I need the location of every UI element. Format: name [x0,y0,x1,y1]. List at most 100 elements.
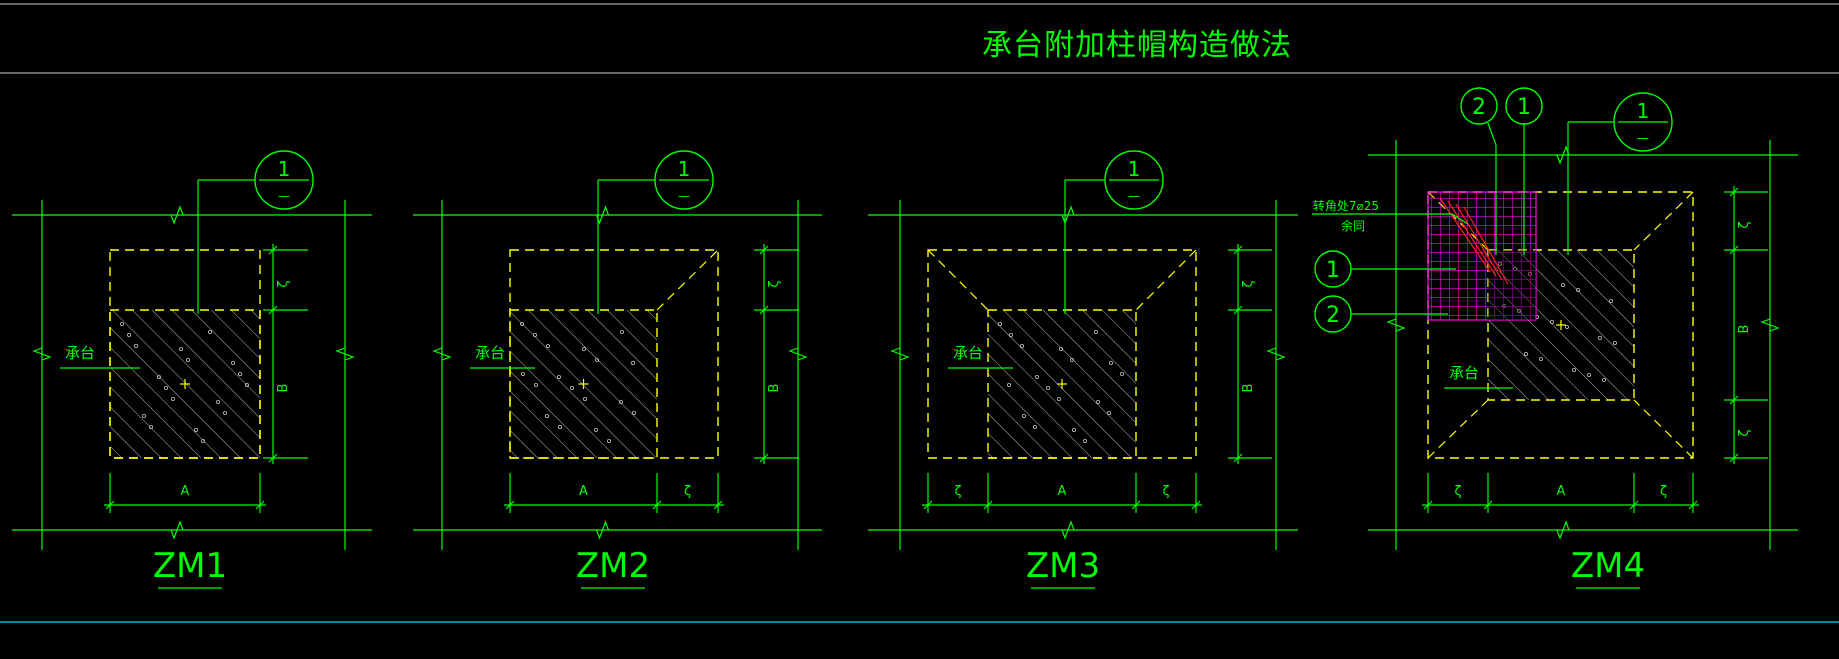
aggregate-dot [244,382,249,387]
break-mark-right [1760,318,1780,332]
dim-label-bottom: A [1058,484,1067,499]
aggregate-dot [1070,357,1075,362]
dim-label-bottom: A [1557,484,1566,499]
aggregate-dot [1598,335,1603,340]
aggregate-dot [178,346,183,351]
aggregate-dot [1109,360,1114,365]
pile-cap-outline [927,249,1197,459]
aggregate-dot [594,427,599,432]
dim-tick [1729,187,1739,197]
callout-top-text: 1 [278,157,291,181]
cap-label: 承台 [1449,364,1479,382]
pile-cap-outline [109,249,261,459]
pile-cap-outline [509,249,719,459]
break-mark-bottom [1061,520,1075,540]
dim-tick [923,500,933,510]
dim-tick [268,305,278,315]
aggregate-dot [1609,298,1614,303]
aggregate-dot [133,343,138,348]
dim-tick [1131,500,1141,510]
diagonal-line [1135,249,1197,311]
aggregate-dot [1057,396,1062,401]
aggregate-dot [237,371,242,376]
section-cut-line [1463,206,1509,285]
callout-bubble-2-left: 2 [1314,295,1352,333]
aggregate-dot [127,332,132,337]
aggregate-dot [520,321,525,326]
cap-outline [109,309,261,459]
aggregate-dot [1072,427,1077,432]
dim-tick [983,500,993,510]
aggregate-dot [1561,282,1566,287]
break-mark-bottom [595,520,610,540]
section-cut-line [1439,197,1491,273]
callout-top-text: 1 [1637,99,1650,123]
aggregate-dot [185,357,190,362]
rebar-note-1: 转角处7⌀25 [1313,198,1379,213]
dim-tick [1729,395,1739,405]
dim-label-right: ζ [767,280,782,287]
aggregate-dot [1059,346,1064,351]
aggregate-dot [1602,377,1607,382]
callout-top-text: 1 [1128,157,1141,181]
dim-tick [1233,305,1243,315]
panel-title: ZM4 [1571,546,1645,586]
diagonal-line [1427,399,1489,459]
callout-circle [1460,87,1498,125]
callout-bottom-text: — [678,189,690,203]
aggregate-dot [156,374,161,379]
aggregate-dot [607,438,612,443]
aggregate-dot [632,410,637,415]
aggregate-dot [1539,356,1544,361]
break-mark-left [432,347,452,361]
callout-bottom-text: — [278,189,290,203]
dim-tick [1629,500,1639,510]
dim-tick [759,453,769,463]
cap-label: 承台 [953,344,983,362]
cap-label: 承台 [475,344,505,362]
callout-leader [1487,122,1497,146]
rebar-note-2: 余同 [1341,218,1365,233]
dim-tick [1233,245,1243,255]
callout-bottom-text: — [1637,131,1649,145]
aggregate-dot [545,413,550,418]
aggregate-dot [200,438,205,443]
dim-tick [1191,500,1201,510]
aggregate-dot [619,399,624,404]
panel-title: ZM3 [1026,546,1100,586]
aggregate-dot [148,424,153,429]
callout-text: 2 [1472,95,1486,120]
rebar-note-leader [1451,213,1469,225]
callout-bubble: 1— [654,150,714,210]
aggregate-dot [207,329,212,334]
panel-title: ZM2 [576,546,650,586]
dim-label-bottom: A [579,484,588,499]
aggregate-dot [1120,371,1125,376]
section-cut-line [1455,203,1503,281]
dim-tick [255,500,265,510]
aggregate-dot [1572,367,1577,372]
callout-bubble: 1— [1104,150,1164,210]
aggregate-dot [1524,351,1529,356]
break-mark-right [1266,347,1286,361]
diagonal-line [656,249,719,311]
callout-bubble-2-top: 2 [1460,87,1498,125]
break-mark-bottom [170,520,184,540]
dim-label-right: B [1241,384,1256,393]
aggregate-dot [1022,413,1027,418]
callout-bubble: 1— [1613,92,1673,152]
aggregate-dot [1083,438,1088,443]
dim-label-right: B [767,384,782,393]
dim-tick [759,305,769,315]
dim-label-right: ζ [1241,280,1256,287]
dim-label-bottom: ζ [1454,484,1461,499]
aggregate-dot [230,360,235,365]
callout-bubble: 1— [254,150,314,210]
dim-label-right: B [276,384,291,393]
panel-title: ZM1 [153,546,227,586]
dim-tick [268,453,278,463]
